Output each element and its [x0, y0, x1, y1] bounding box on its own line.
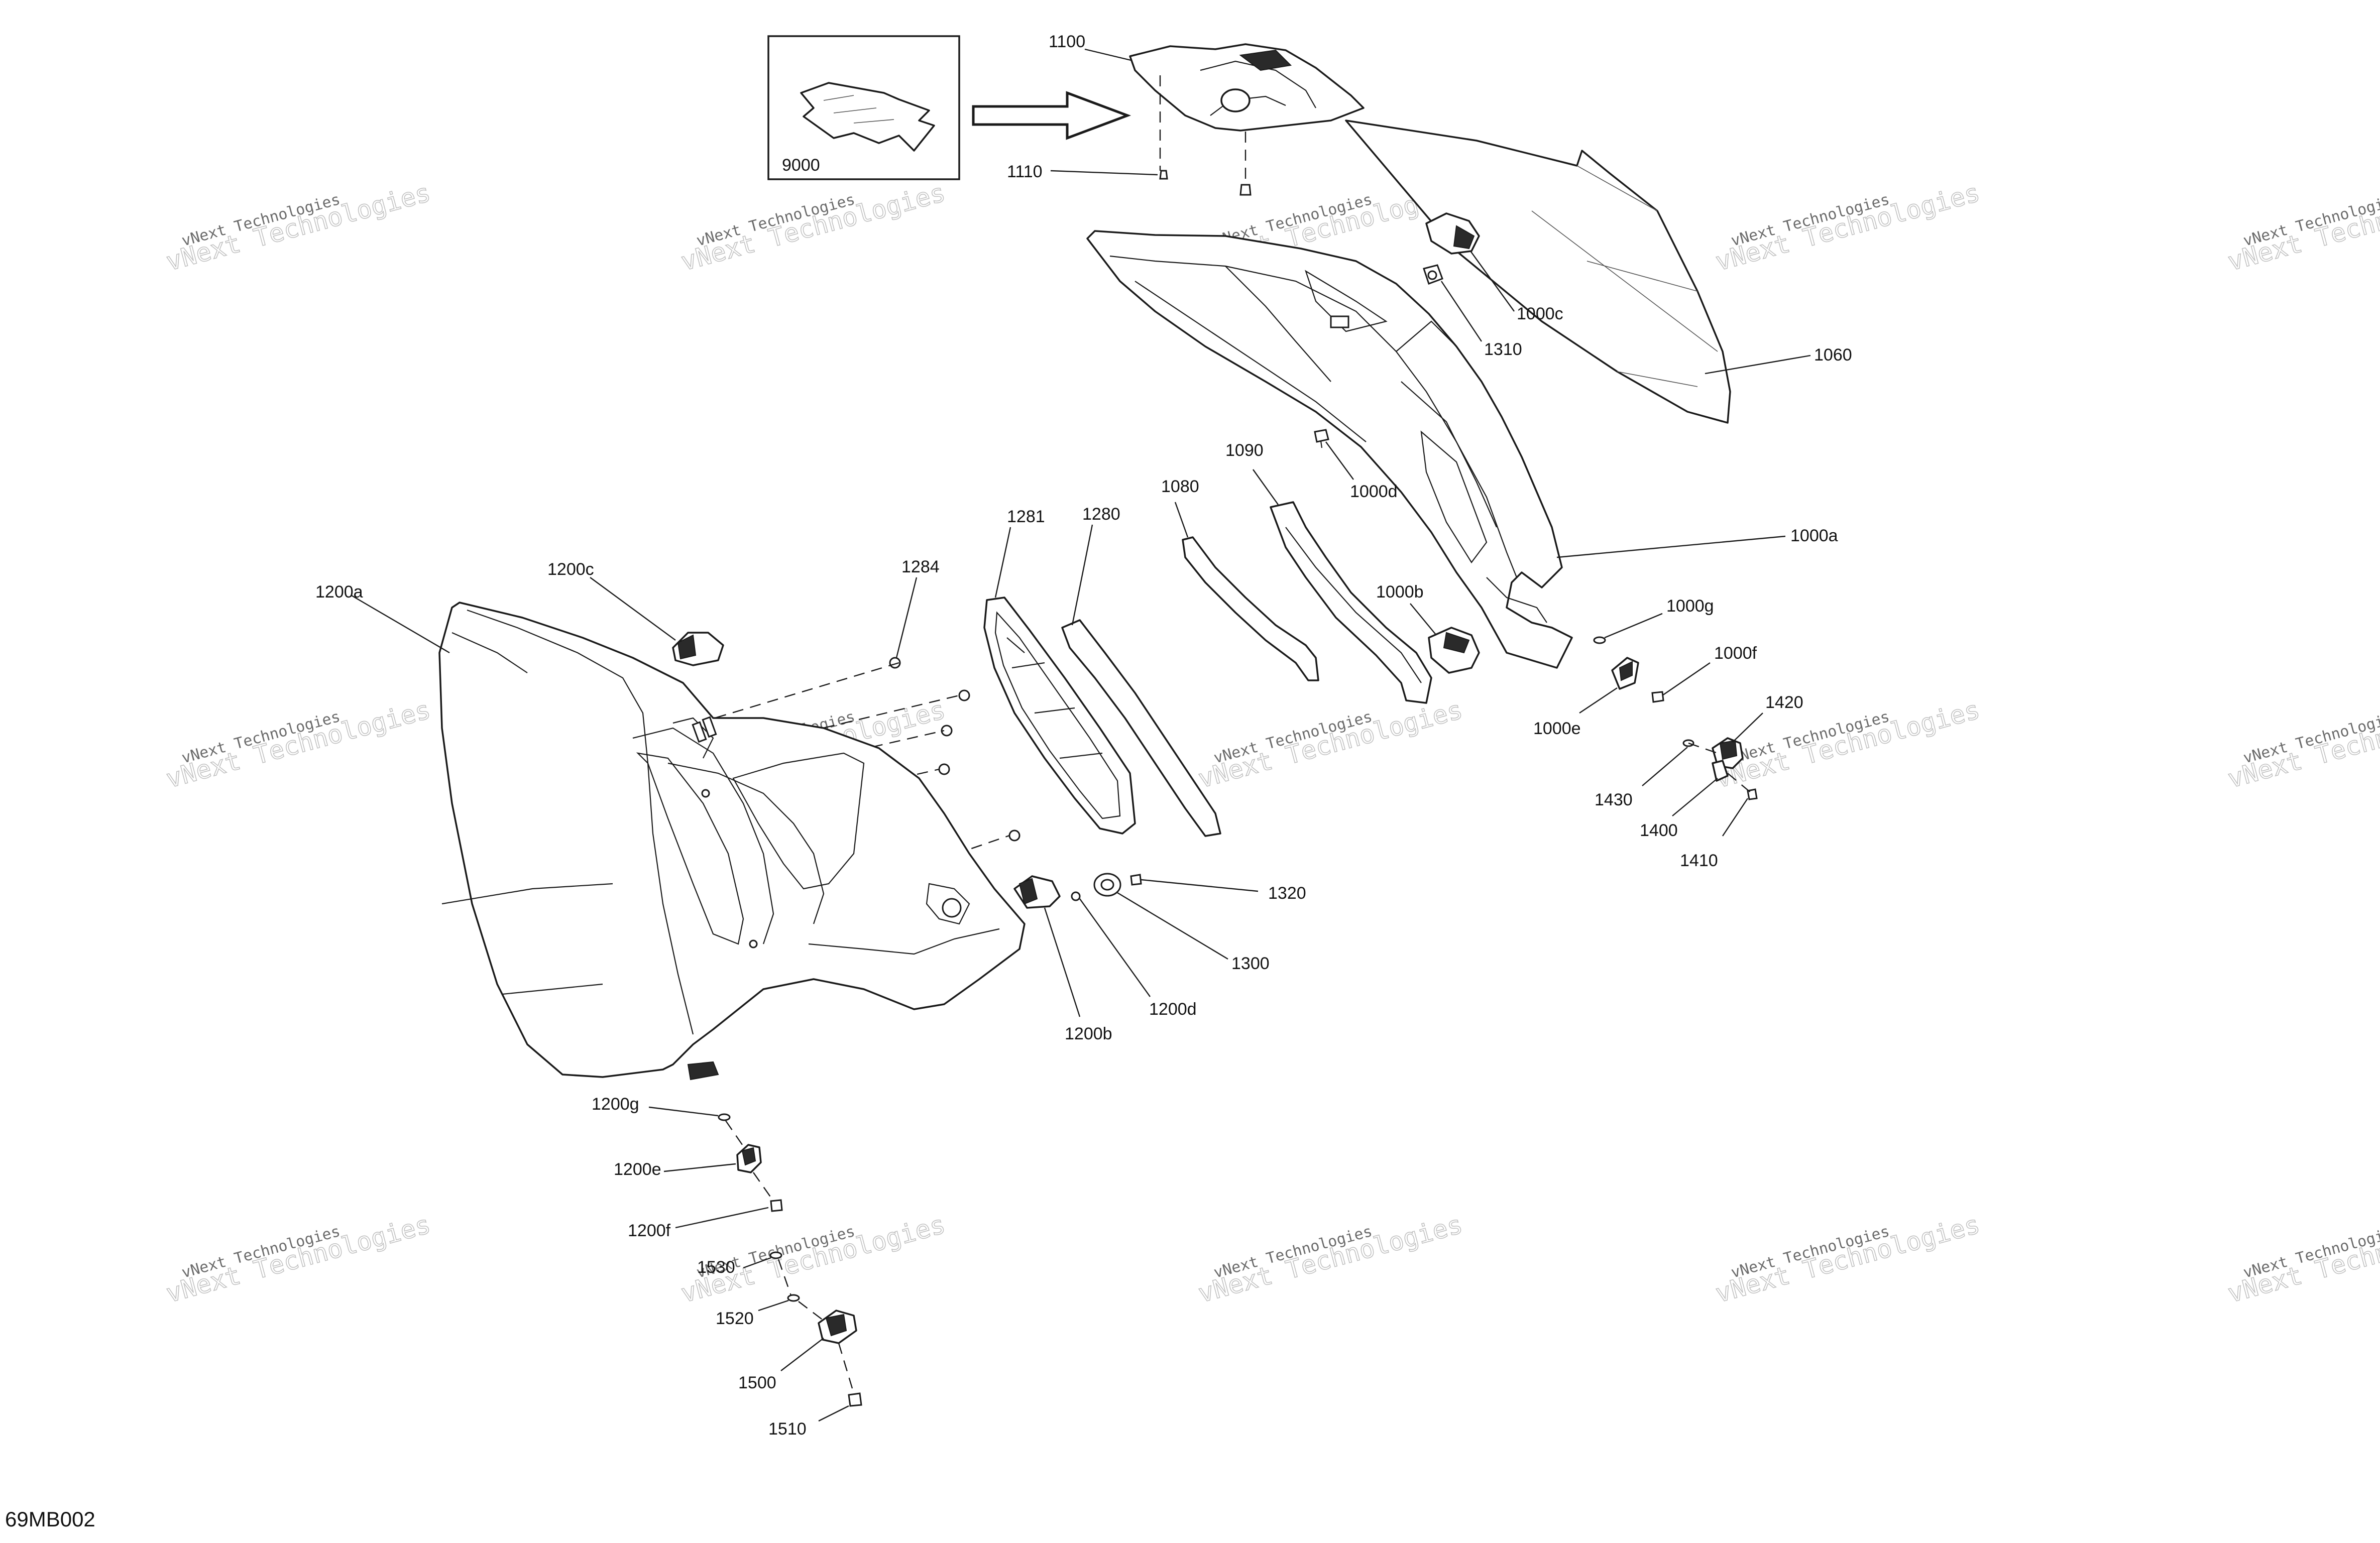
part-1300-grommet [1093, 873, 1121, 897]
callout-1000g: 1000g [1666, 597, 1714, 616]
part-1000b-clip [1428, 627, 1480, 674]
callout-1430: 1430 [1595, 790, 1633, 809]
part-1400-clip [1712, 760, 1729, 782]
callout-1320: 1320 [1268, 884, 1306, 903]
svg-text:vNext Technologies: vNext Technologies [2225, 178, 2380, 276]
part-1000g-washer [1593, 636, 1606, 644]
part-1500-latch [818, 1310, 857, 1344]
callout-1200e: 1200e [614, 1160, 661, 1179]
part-1281-grille [983, 597, 1136, 835]
svg-text:vNext Technologies: vNext Technologies [2225, 1210, 2380, 1308]
arrow-icon [972, 91, 1131, 140]
callout-1200a: 1200a [315, 582, 363, 602]
callout-1400: 1400 [1640, 821, 1678, 840]
part-1320-screw [1130, 874, 1142, 886]
callout-1200b: 1200b [1065, 1024, 1112, 1043]
callout-1000a: 1000a [1790, 526, 1838, 545]
part-1000a-upper-fairing [1086, 230, 1573, 669]
callout-1410: 1410 [1680, 851, 1718, 870]
callout-1420: 1420 [1765, 693, 1803, 712]
callout-1090: 1090 [1225, 441, 1264, 460]
callout-1300: 1300 [1231, 954, 1270, 973]
part-1000e-clip [1611, 657, 1639, 690]
callout-1530: 1530 [697, 1258, 735, 1277]
inset-box: 9000 [767, 35, 960, 180]
part-1510-screw [848, 1392, 862, 1407]
part-1200g-washer [718, 1113, 731, 1121]
part-1284-nuts [889, 657, 1021, 842]
part-1100 [1129, 43, 1365, 132]
svg-text:vNext Technologies: vNext Technologies [2225, 695, 2380, 793]
callout-1284: 1284 [901, 557, 940, 576]
callout-1200g: 1200g [592, 1095, 639, 1114]
callout-1060: 1060 [1814, 345, 1852, 365]
part-1280-strip [1061, 619, 1221, 837]
part-1530-washer [769, 1251, 782, 1259]
part-1200a-lower-fairing [438, 602, 1026, 1081]
callout-1520: 1520 [716, 1309, 754, 1328]
part-1060-windshield [1345, 120, 1731, 424]
callout-1000b: 1000b [1376, 582, 1424, 602]
part-1080-strip [1182, 536, 1319, 681]
part-1090-strip [1270, 501, 1432, 704]
part-1200f-screw [770, 1199, 783, 1212]
part-1520-washer [787, 1294, 800, 1302]
callout-1000f: 1000f [1714, 644, 1757, 663]
inset-label: 9000 [782, 156, 820, 175]
part-1200e-clip [736, 1144, 762, 1173]
callout-1080: 1080 [1161, 477, 1199, 496]
diagram-code: 69MB002 [5, 1507, 95, 1531]
callout-1280: 1280 [1082, 505, 1120, 524]
callout-1200d: 1200d [1149, 1000, 1197, 1019]
part-1310-nut [1423, 264, 1443, 285]
callout-1100: 1100 [1049, 32, 1085, 51]
callout-1000e: 1000e [1533, 719, 1581, 738]
callout-1281: 1281 [1007, 507, 1045, 526]
callout-1310: 1310 [1484, 340, 1522, 359]
part-1000c-clip [1425, 212, 1480, 255]
part-1000d-screw [1314, 429, 1329, 448]
part-1200c-clip [672, 632, 724, 666]
callout-1000d: 1000d [1350, 482, 1398, 501]
callout-1110: 1110 [1007, 162, 1043, 181]
part-1000f-screw [1651, 691, 1664, 703]
part-1200b-clip [1013, 875, 1061, 909]
callout-1000c: 1000c [1517, 304, 1563, 323]
part-1200d-washer [1071, 891, 1081, 901]
callout-1200c: 1200c [547, 560, 594, 579]
inset-mat-part [800, 82, 935, 152]
callout-1500: 1500 [738, 1373, 776, 1392]
screw-1110 [1159, 170, 1168, 180]
callout-1510: 1510 [768, 1419, 807, 1439]
callout-1200f: 1200f [628, 1221, 671, 1240]
screw-1110b [1239, 184, 1252, 196]
